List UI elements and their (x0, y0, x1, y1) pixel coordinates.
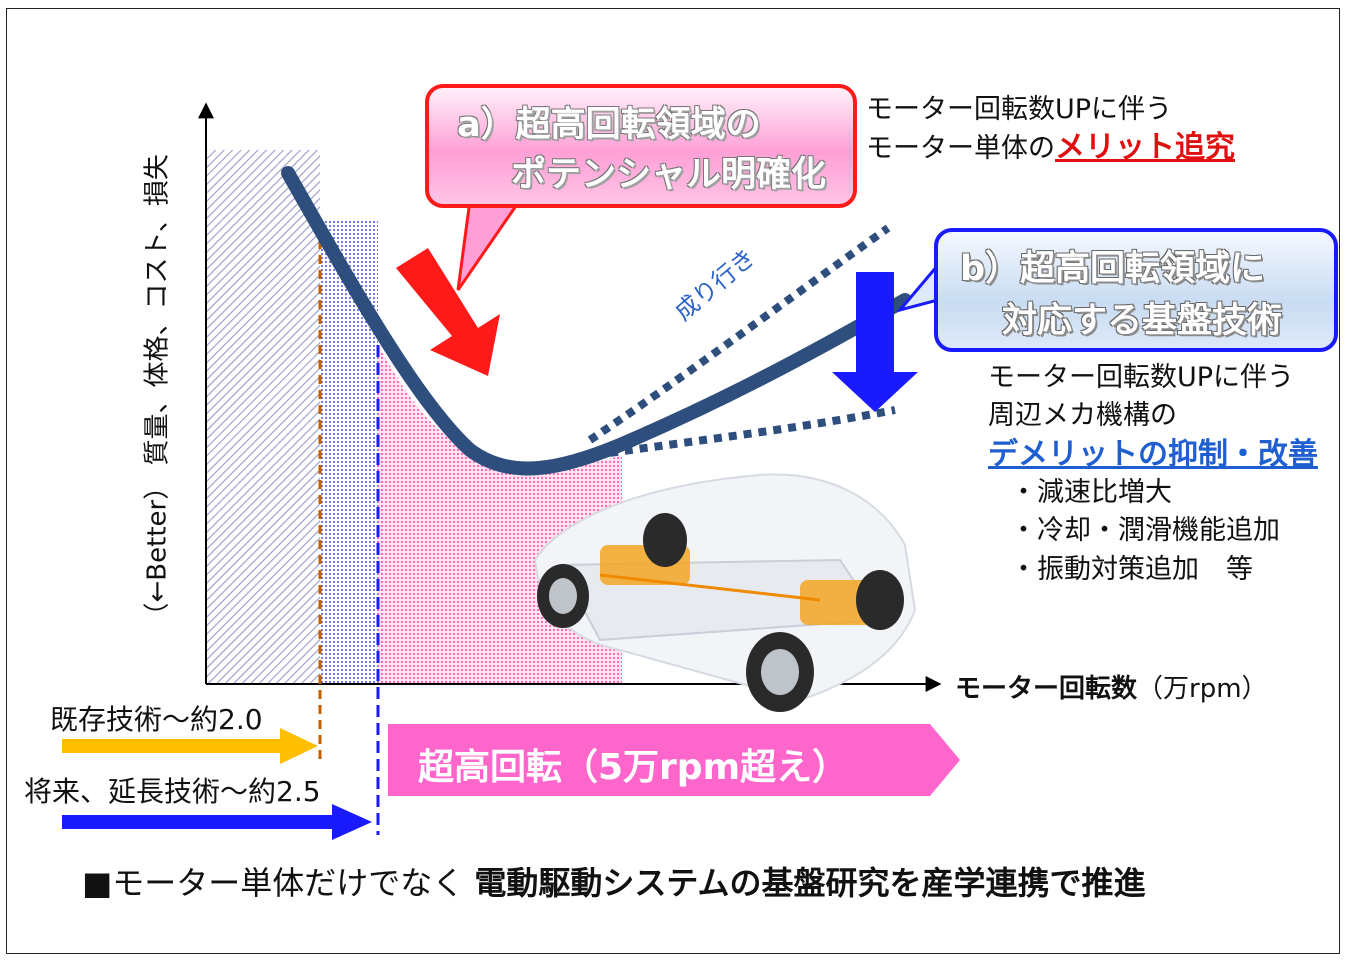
existing-tech-region (206, 150, 320, 684)
callout-a-tail (456, 198, 523, 291)
loss-curve (281, 166, 912, 476)
future-tech-region (320, 220, 378, 684)
x-axis-label-text: モーター回転数 (955, 674, 1138, 704)
improved-dotted-line (594, 406, 896, 459)
callout-b-line1: b）超高回転領域に (960, 249, 1266, 289)
existing-tech-arrow-shaft (62, 739, 294, 753)
note-b: モーター回転数UPに伴う 周辺メカ機構の デメリットの抑制・改善 ・減速比増大 … (988, 362, 1318, 586)
callout-b: b）超高回転領域に 対応する基盤技術 (934, 228, 1338, 352)
callout-a: a）超高回転領域の ポテンシャル明確化 (425, 84, 857, 208)
footer-bold: 電動駆動システムの基盤研究を産学連携で推進 (474, 864, 1146, 902)
callout-a-line1: a）超高回転領域の (457, 105, 761, 145)
red-arrow (396, 248, 500, 376)
callout-b-line2: 対応する基盤技術 (1002, 301, 1283, 341)
existing-tech-arrow-head (280, 728, 318, 764)
future-tech-arrow-head (332, 804, 372, 840)
x-axis-unit: （万rpm） (1137, 674, 1268, 704)
x-axis-label: モーター回転数（万rpm） (955, 668, 1268, 705)
note-a-line2: モーター単体の (866, 133, 1055, 165)
note-b-bullet: ・減速比増大 (1010, 476, 1172, 508)
footer-prefix: ■モーター単体だけでなく (82, 864, 475, 902)
ultra-high-arrow (388, 724, 960, 796)
note-b-bullet: ・冷却・潤滑機能追加 (1010, 515, 1280, 547)
callout-a-line2: ポテンシャル明確化 (511, 155, 827, 195)
ultra-high-label: 超高回転（5万rpm超え） (418, 747, 849, 788)
existing-tech-label: 既存技術～約2.0 (50, 703, 263, 736)
y-axis-label-text: （←Better） 質量、体格、コスト、損失 (142, 154, 173, 629)
future-tech-arrow-shaft (62, 815, 344, 829)
future-tech-label: 将来、延長技術～約2.5 (24, 775, 321, 808)
ev-chassis-illustration (533, 473, 917, 712)
note-b-highlight: デメリットの抑制・改善 (988, 436, 1318, 472)
note-a-highlight: メリット追究 (1055, 130, 1235, 166)
note-b-bullet: ・振動対策追加 等 (1010, 553, 1253, 585)
callout-b-tail (895, 260, 940, 313)
note-b-line1: モーター回転数UPに伴う (988, 362, 1295, 393)
note-a: モーター回転数UPに伴う モーター単体のメリット追究 (866, 94, 1235, 166)
blue-arrow (832, 272, 918, 412)
note-a-line1: モーター回転数UPに伴う (866, 94, 1173, 125)
footer-message: ■モーター単体だけでなく 電動駆動システムの基盤研究を産学連携で推進 (82, 858, 1145, 904)
slide-frame (6, 8, 1340, 954)
y-axis-label: （←Better） 質量、体格、コスト、損失 (137, 149, 174, 629)
note-b-line2: 周辺メカ機構の (988, 400, 1177, 432)
